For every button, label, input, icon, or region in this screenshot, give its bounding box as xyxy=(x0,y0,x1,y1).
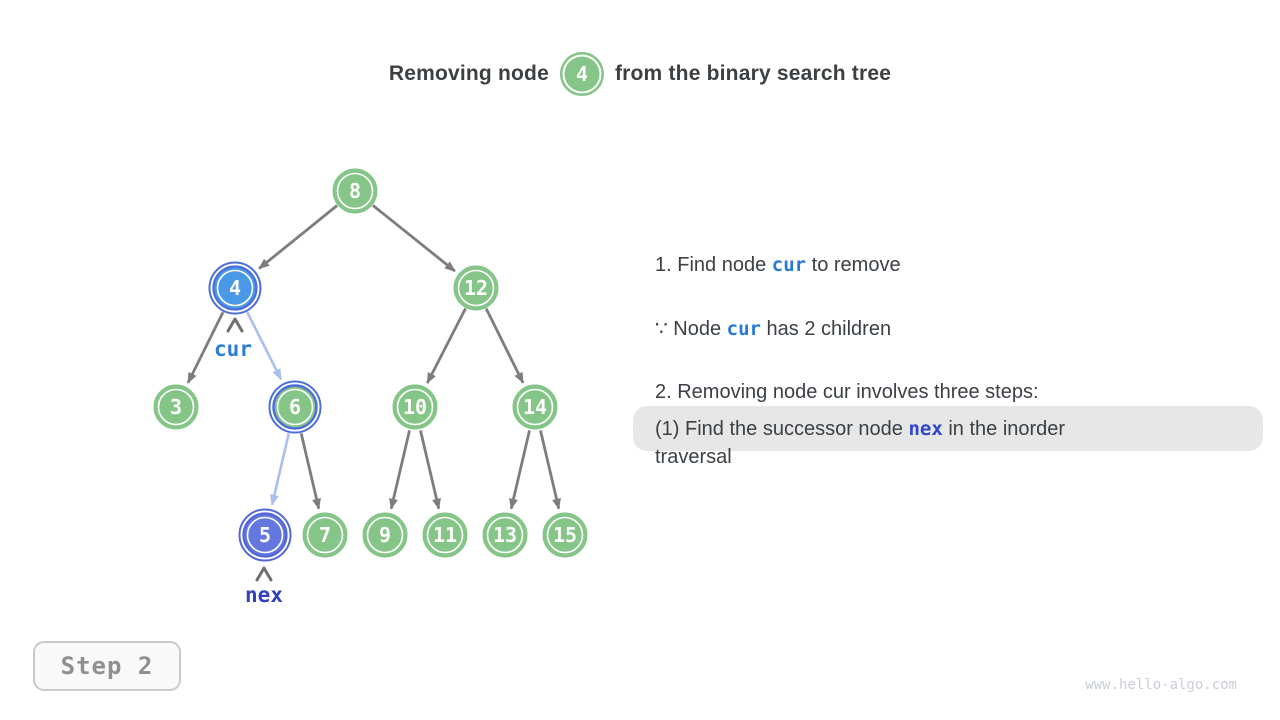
tree-node-13: 13 xyxy=(482,512,528,558)
step-line-2-pre: ∵ Node xyxy=(655,318,727,340)
nex-label: nex xyxy=(245,583,283,607)
edge-12-14 xyxy=(484,307,525,384)
tree-node-7: 7 xyxy=(302,512,348,558)
title-suffix: from the binary search tree xyxy=(614,62,892,85)
nex-variable: nex xyxy=(908,418,943,440)
tree-node-9: 9 xyxy=(362,512,408,558)
node-value: 11 xyxy=(433,523,457,547)
step-line-5: traversal xyxy=(655,446,732,468)
edge-6-5 xyxy=(269,433,291,506)
edge-12-10 xyxy=(426,307,467,384)
cur-label: cur xyxy=(214,337,252,361)
cur-variable: cur xyxy=(726,318,761,340)
step-line-2-post: has 2 children xyxy=(760,318,892,340)
tree-edges xyxy=(186,204,561,510)
step-line-4-post: in the inorder xyxy=(942,418,1066,440)
node-value: 12 xyxy=(464,276,488,300)
title-node-circle: 4 xyxy=(559,52,604,96)
node-value: 8 xyxy=(349,179,361,203)
tree-node-8: 8 xyxy=(332,168,378,214)
node-value: 3 xyxy=(170,395,182,419)
edge-14-15 xyxy=(539,430,561,510)
step-line-1-post: to remove xyxy=(806,254,901,276)
nex-pointer-icon xyxy=(255,566,273,582)
cur-pointer-icon xyxy=(226,317,244,333)
cur-variable: cur xyxy=(771,254,807,276)
node-value: 15 xyxy=(553,523,577,547)
step-line-4: (1) Find the successor node nex in the i… xyxy=(655,418,1065,441)
tree-node-15: 15 xyxy=(542,512,588,558)
node-value: 14 xyxy=(523,395,547,419)
tree-node-6-path: 6 xyxy=(268,380,322,434)
edge-4-6 xyxy=(246,311,283,381)
tree-node-10: 10 xyxy=(392,384,438,430)
node-value: 13 xyxy=(493,523,517,547)
edge-6-7 xyxy=(299,432,321,510)
node-value: 10 xyxy=(403,395,427,419)
node-value: 4 xyxy=(229,276,241,300)
tree-node-12: 12 xyxy=(453,265,499,311)
tree-node-5-nex: 5 xyxy=(238,508,292,562)
tree-node-11: 11 xyxy=(422,512,468,558)
figure-title: Removing node 4 from the binary search t… xyxy=(0,52,1280,96)
edge-10-11 xyxy=(419,430,441,510)
watermark: www.hello-algo.com xyxy=(1085,677,1237,693)
node-value: 6 xyxy=(289,395,301,419)
tree-node-14: 14 xyxy=(512,384,558,430)
title-prefix: Removing node xyxy=(388,62,549,85)
step-line-1: 1. Find node cur to remove xyxy=(655,254,901,277)
step-line-4-pre: (1) Find the successor node xyxy=(655,418,909,440)
node-value: 9 xyxy=(379,523,391,547)
step-badge: Step 2 xyxy=(33,641,181,691)
node-value: 5 xyxy=(259,523,271,547)
edge-8-4 xyxy=(258,204,338,270)
tree-node-3: 3 xyxy=(153,384,199,430)
edge-10-9 xyxy=(389,430,411,510)
step-line-1-pre: 1. Find node xyxy=(655,254,772,276)
node-value: 7 xyxy=(319,523,331,547)
current-step-highlight xyxy=(633,406,1263,451)
step-line-2: ∵ Node cur has 2 children xyxy=(655,316,891,341)
step-line-3: 2. Removing node cur involves three step… xyxy=(655,381,1039,403)
edge-4-3 xyxy=(186,311,225,384)
edge-8-12 xyxy=(372,204,456,273)
edge-14-13 xyxy=(509,430,531,510)
tree-node-4-cur: 4 xyxy=(208,261,262,315)
